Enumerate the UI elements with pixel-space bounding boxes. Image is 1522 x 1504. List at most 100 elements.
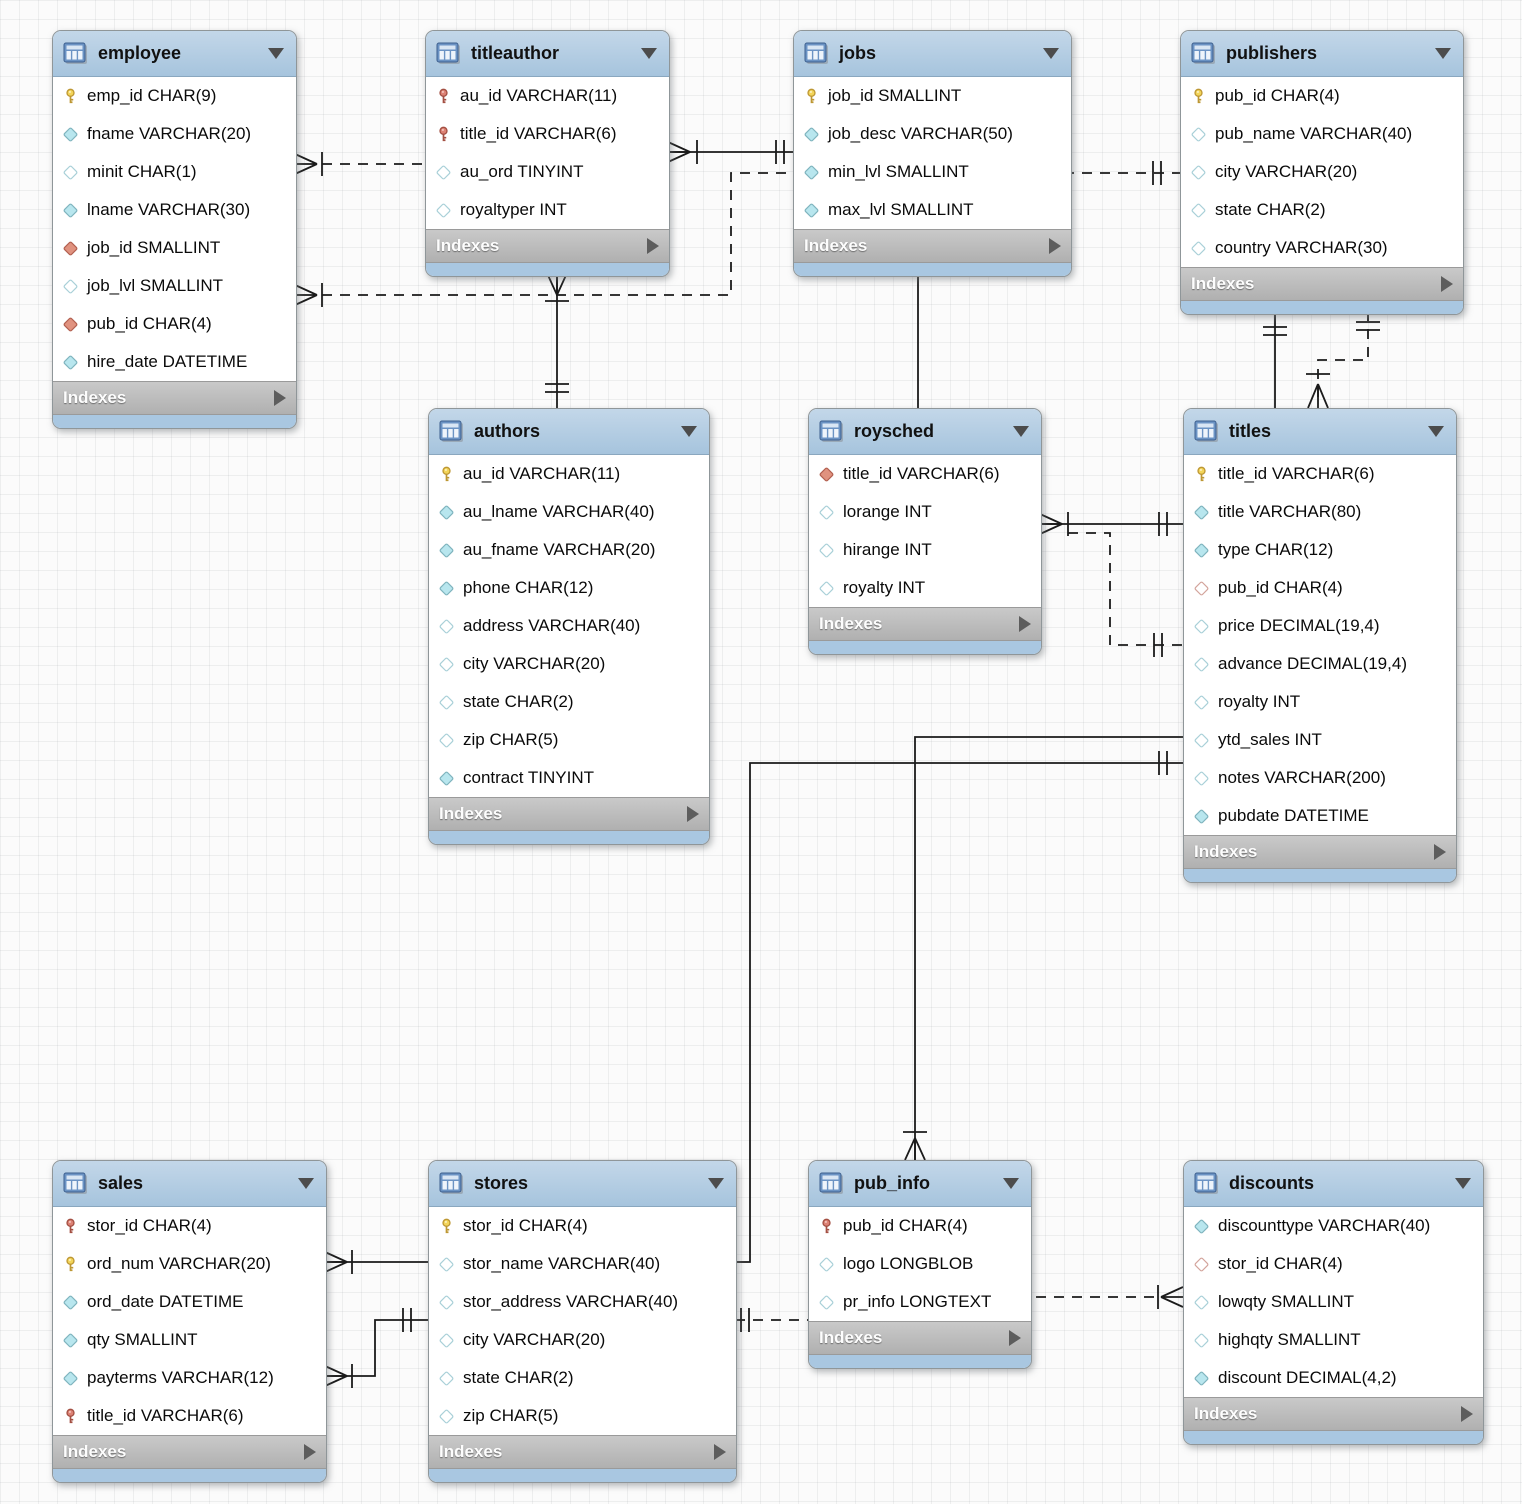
column-row-authors-au_fname[interactable]: au_fname VARCHAR(20)	[429, 531, 709, 569]
column-row-authors-au_id[interactable]: au_id VARCHAR(11)	[429, 455, 709, 493]
column-row-titleauthor-royaltyper[interactable]: royaltyper INT	[426, 191, 669, 229]
collapse-arrow-icon[interactable]	[1435, 48, 1451, 59]
column-row-authors-city[interactable]: city VARCHAR(20)	[429, 645, 709, 683]
column-row-pub_info-pub_id[interactable]: pub_id CHAR(4)	[809, 1207, 1031, 1245]
column-row-authors-phone[interactable]: phone CHAR(12)	[429, 569, 709, 607]
indexes-bar-pub_info[interactable]: Indexes	[809, 1321, 1031, 1355]
relationship-titleauthor-authors[interactable]	[545, 272, 569, 408]
indexes-bar-employee[interactable]: Indexes	[53, 381, 296, 415]
indexes-bar-jobs[interactable]: Indexes	[794, 229, 1071, 263]
column-row-titles-advance[interactable]: advance DECIMAL(19,4)	[1184, 645, 1456, 683]
column-row-employee-minit[interactable]: minit CHAR(1)	[53, 153, 296, 191]
column-row-employee-job_id[interactable]: job_id SMALLINT	[53, 229, 296, 267]
column-row-stores-stor_name[interactable]: stor_name VARCHAR(40)	[429, 1245, 736, 1283]
column-row-roysched-royalty[interactable]: royalty INT	[809, 569, 1041, 607]
collapse-arrow-icon[interactable]	[1003, 1178, 1019, 1189]
indexes-bar-titleauthor[interactable]: Indexes	[426, 229, 669, 263]
column-row-authors-contract[interactable]: contract TINYINT	[429, 759, 709, 797]
column-row-sales-ord_date[interactable]: ord_date DATETIME	[53, 1283, 326, 1321]
collapse-arrow-icon[interactable]	[681, 426, 697, 437]
table-header-stores[interactable]: stores	[429, 1161, 736, 1207]
indexes-bar-roysched[interactable]: Indexes	[809, 607, 1041, 641]
column-row-stores-state[interactable]: state CHAR(2)	[429, 1359, 736, 1397]
column-row-publishers-pub_name[interactable]: pub_name VARCHAR(40)	[1181, 115, 1463, 153]
column-row-employee-emp_id[interactable]: emp_id CHAR(9)	[53, 77, 296, 115]
table-header-discounts[interactable]: discounts	[1184, 1161, 1483, 1207]
collapse-arrow-icon[interactable]	[268, 48, 284, 59]
indexes-bar-titles[interactable]: Indexes	[1184, 835, 1456, 869]
column-row-stores-zip[interactable]: zip CHAR(5)	[429, 1397, 736, 1435]
table-header-authors[interactable]: authors	[429, 409, 709, 455]
column-row-titleauthor-au_id[interactable]: au_id VARCHAR(11)	[426, 77, 669, 115]
column-row-titles-notes[interactable]: notes VARCHAR(200)	[1184, 759, 1456, 797]
collapse-arrow-icon[interactable]	[1428, 426, 1444, 437]
column-row-titleauthor-title_id[interactable]: title_id VARCHAR(6)	[426, 115, 669, 153]
relationship-roysched-titles[interactable]	[1039, 512, 1183, 657]
column-row-jobs-job_desc[interactable]: job_desc VARCHAR(50)	[794, 115, 1071, 153]
table-header-sales[interactable]: sales	[53, 1161, 326, 1207]
column-row-discounts-lowqty[interactable]: lowqty SMALLINT	[1184, 1283, 1483, 1321]
column-row-roysched-hirange[interactable]: hirange INT	[809, 531, 1041, 569]
column-row-titles-pubdate[interactable]: pubdate DATETIME	[1184, 797, 1456, 835]
collapse-arrow-icon[interactable]	[1043, 48, 1059, 59]
column-row-stores-city[interactable]: city VARCHAR(20)	[429, 1321, 736, 1359]
table-header-publishers[interactable]: publishers	[1181, 31, 1463, 77]
column-row-discounts-discounttype[interactable]: discounttype VARCHAR(40)	[1184, 1207, 1483, 1245]
table-header-jobs[interactable]: jobs	[794, 31, 1071, 77]
table-header-titles[interactable]: titles	[1184, 409, 1456, 455]
column-row-authors-zip[interactable]: zip CHAR(5)	[429, 721, 709, 759]
relationship-sales-stores[interactable]	[324, 1308, 428, 1388]
column-row-stores-stor_id[interactable]: stor_id CHAR(4)	[429, 1207, 736, 1245]
indexes-bar-sales[interactable]: Indexes	[53, 1435, 326, 1469]
table-header-employee[interactable]: employee	[53, 31, 296, 77]
column-row-employee-lname[interactable]: lname VARCHAR(30)	[53, 191, 296, 229]
collapse-arrow-icon[interactable]	[1013, 426, 1029, 437]
collapse-arrow-icon[interactable]	[708, 1178, 724, 1189]
column-row-jobs-job_id[interactable]: job_id SMALLINT	[794, 77, 1071, 115]
column-row-roysched-lorange[interactable]: lorange INT	[809, 493, 1041, 531]
column-row-jobs-min_lvl[interactable]: min_lvl SMALLINT	[794, 153, 1071, 191]
column-row-authors-au_lname[interactable]: au_lname VARCHAR(40)	[429, 493, 709, 531]
column-row-jobs-max_lvl[interactable]: max_lvl SMALLINT	[794, 191, 1071, 229]
indexes-bar-authors[interactable]: Indexes	[429, 797, 709, 831]
column-row-titles-type[interactable]: type CHAR(12)	[1184, 531, 1456, 569]
column-row-employee-fname[interactable]: fname VARCHAR(20)	[53, 115, 296, 153]
column-row-stores-stor_address[interactable]: stor_address VARCHAR(40)	[429, 1283, 736, 1321]
column-row-publishers-city[interactable]: city VARCHAR(20)	[1181, 153, 1463, 191]
column-row-roysched-title_id[interactable]: title_id VARCHAR(6)	[809, 455, 1041, 493]
indexes-bar-discounts[interactable]: Indexes	[1184, 1397, 1483, 1431]
column-row-discounts-stor_id[interactable]: stor_id CHAR(4)	[1184, 1245, 1483, 1283]
table-header-titleauthor[interactable]: titleauthor	[426, 31, 669, 77]
column-row-titles-title[interactable]: title VARCHAR(80)	[1184, 493, 1456, 531]
column-row-publishers-state[interactable]: state CHAR(2)	[1181, 191, 1463, 229]
table-header-roysched[interactable]: roysched	[809, 409, 1041, 455]
column-row-titles-title_id[interactable]: title_id VARCHAR(6)	[1184, 455, 1456, 493]
column-row-discounts-discount[interactable]: discount DECIMAL(4,2)	[1184, 1359, 1483, 1397]
column-row-sales-title_id[interactable]: title_id VARCHAR(6)	[53, 1397, 326, 1435]
table-header-pub_info[interactable]: pub_info	[809, 1161, 1031, 1207]
column-row-authors-address[interactable]: address VARCHAR(40)	[429, 607, 709, 645]
relationship-titles-publishers[interactable]	[1306, 311, 1380, 409]
column-row-employee-job_lvl[interactable]: job_lvl SMALLINT	[53, 267, 296, 305]
column-row-titleauthor-au_ord[interactable]: au_ord TINYINT	[426, 153, 669, 191]
column-row-publishers-pub_id[interactable]: pub_id CHAR(4)	[1181, 77, 1463, 115]
collapse-arrow-icon[interactable]	[1455, 1178, 1471, 1189]
column-row-employee-pub_id[interactable]: pub_id CHAR(4)	[53, 305, 296, 343]
column-row-titles-price[interactable]: price DECIMAL(19,4)	[1184, 607, 1456, 645]
column-row-publishers-country[interactable]: country VARCHAR(30)	[1181, 229, 1463, 267]
column-row-sales-qty[interactable]: qty SMALLINT	[53, 1321, 326, 1359]
column-row-titles-ytd_sales[interactable]: ytd_sales INT	[1184, 721, 1456, 759]
column-row-sales-ord_num[interactable]: ord_num VARCHAR(20)	[53, 1245, 326, 1283]
column-row-employee-hire_date[interactable]: hire_date DATETIME	[53, 343, 296, 381]
collapse-arrow-icon[interactable]	[641, 48, 657, 59]
column-row-discounts-highqty[interactable]: highqty SMALLINT	[1184, 1321, 1483, 1359]
column-row-pub_info-logo[interactable]: logo LONGBLOB	[809, 1245, 1031, 1283]
indexes-bar-publishers[interactable]: Indexes	[1181, 267, 1463, 301]
column-row-pub_info-pr_info[interactable]: pr_info LONGTEXT	[809, 1283, 1031, 1321]
column-row-authors-state[interactable]: state CHAR(2)	[429, 683, 709, 721]
column-row-titles-pub_id[interactable]: pub_id CHAR(4)	[1184, 569, 1456, 607]
column-row-sales-stor_id[interactable]: stor_id CHAR(4)	[53, 1207, 326, 1245]
column-row-sales-payterms[interactable]: payterms VARCHAR(12)	[53, 1359, 326, 1397]
collapse-arrow-icon[interactable]	[298, 1178, 314, 1189]
indexes-bar-stores[interactable]: Indexes	[429, 1435, 736, 1469]
